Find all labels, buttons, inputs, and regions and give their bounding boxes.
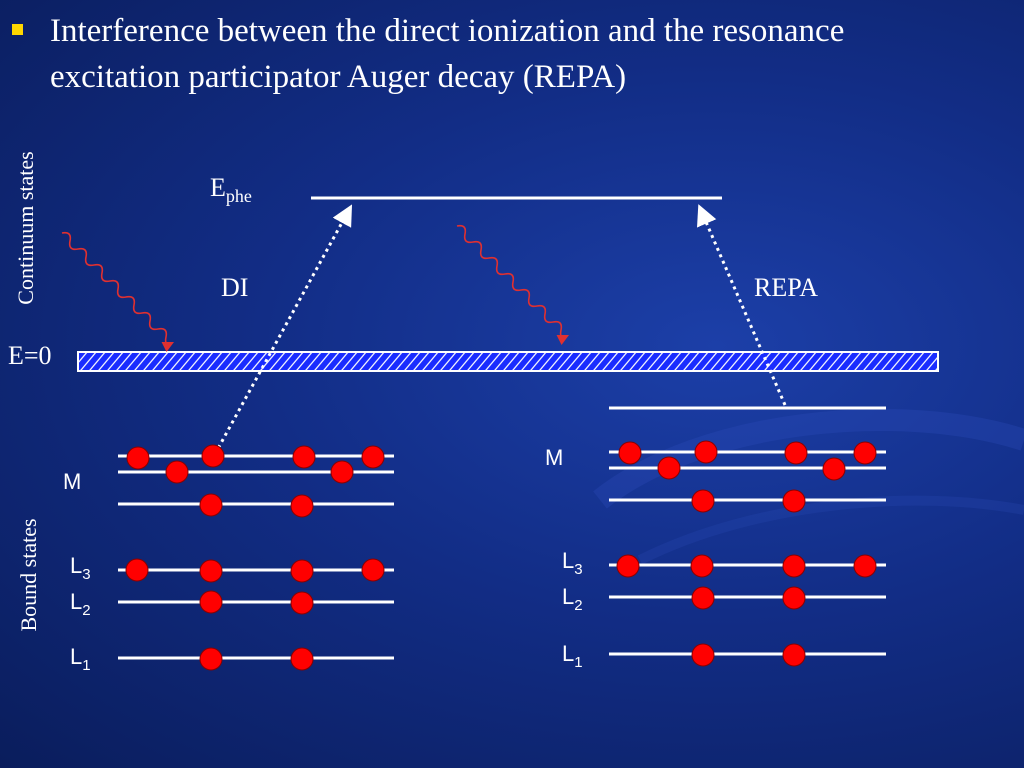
repa-label: REPA — [754, 273, 818, 302]
electron — [853, 441, 877, 465]
left-m-label: M — [63, 469, 81, 494]
di-transition-arrow — [213, 204, 353, 455]
electron — [782, 489, 806, 513]
left-electrons — [125, 444, 385, 671]
e-zero-label: E=0 — [8, 341, 52, 370]
electron — [782, 586, 806, 610]
electron — [125, 558, 149, 582]
electron — [199, 590, 223, 614]
left-l3-label: L3 — [70, 553, 91, 583]
electron — [616, 554, 640, 578]
electron — [853, 554, 877, 578]
electron — [290, 591, 314, 615]
electron — [822, 457, 846, 481]
slide-title: Interference between the direct ionizati… — [50, 8, 1010, 100]
electron — [290, 559, 314, 583]
continuum-band — [77, 351, 939, 372]
electron — [782, 643, 806, 667]
background-swirl-2 — [637, 495, 1024, 565]
electron — [657, 456, 681, 480]
continuum-states-label: Continuum states — [13, 151, 38, 304]
electron — [690, 554, 714, 578]
electron — [290, 494, 314, 518]
electron — [199, 559, 223, 583]
photon-arrow-repa — [456, 224, 570, 346]
title-bullet — [12, 24, 23, 35]
electron — [784, 441, 808, 465]
electron — [290, 647, 314, 671]
electron — [330, 460, 354, 484]
left-atom-levels — [118, 454, 394, 660]
photon-arrow-di — [61, 231, 175, 353]
electron — [618, 441, 642, 465]
repa-transition-arrow — [697, 204, 787, 406]
electron — [691, 643, 715, 667]
electron — [292, 445, 316, 469]
electron — [691, 489, 715, 513]
electron — [361, 558, 385, 582]
right-m-label: M — [545, 445, 563, 470]
electron — [691, 586, 715, 610]
right-l1-label: L1 — [562, 641, 583, 671]
electron — [126, 446, 150, 470]
background-swirl — [593, 409, 1024, 509]
electron — [361, 445, 385, 469]
electron — [165, 460, 189, 484]
right-l2-label: L2 — [562, 584, 583, 614]
right-l3-label: L3 — [562, 548, 583, 578]
right-electrons — [616, 440, 877, 667]
bound-states-label: Bound states — [16, 518, 41, 631]
electron — [694, 440, 718, 464]
left-l2-label: L2 — [70, 589, 91, 619]
title-line-1: Interference between the direct ionizati… — [50, 13, 845, 49]
electron — [782, 554, 806, 578]
left-l1-label: L1 — [70, 644, 91, 674]
electron — [199, 647, 223, 671]
di-label: DI — [221, 273, 248, 302]
electron — [201, 444, 225, 468]
electron — [199, 493, 223, 517]
e-phe-label: Ephe — [210, 173, 252, 206]
title-line-2: excitation participator Auger decay (REP… — [50, 59, 627, 95]
